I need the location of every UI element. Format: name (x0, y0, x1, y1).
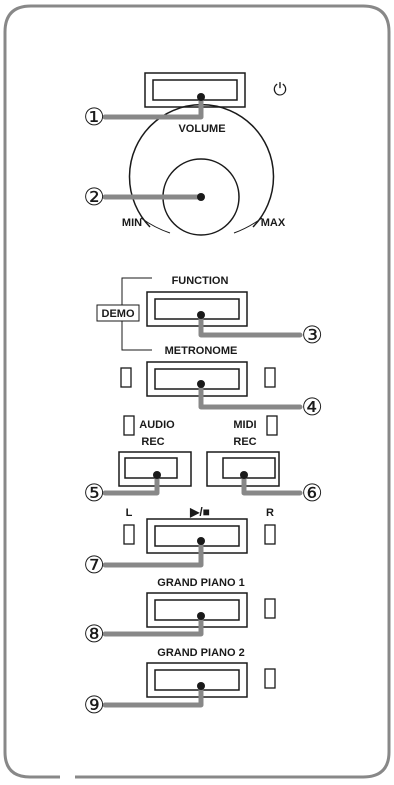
left-channel-label: L (126, 507, 133, 519)
leader-line-3 (198, 312, 303, 338)
right-channel-label: R (266, 507, 274, 519)
midi-rec-label-line2: REC (233, 436, 256, 448)
callout-7: ⑦ (83, 551, 105, 579)
leader-line-4 (198, 381, 303, 410)
callout-4: ④ (301, 393, 323, 421)
demo-label: DEMO (102, 308, 135, 320)
grand-piano-1-button[interactable] (146, 592, 248, 628)
grand-piano-2-label: GRAND PIANO 2 (157, 647, 244, 659)
grand-piano-1-label: GRAND PIANO 1 (157, 577, 244, 589)
grand-piano-2-button[interactable] (146, 662, 248, 698)
demo-badge (96, 304, 140, 322)
left-channel-led (123, 524, 135, 545)
midi-rec-led (266, 415, 278, 436)
callout-3: ③ (301, 321, 323, 349)
play-stop-label: ▶/■ (189, 505, 210, 519)
metronome-label: METRONOME (165, 345, 238, 357)
max-label: MAX (261, 217, 286, 229)
metronome-button[interactable] (146, 361, 248, 397)
leader-line-7 (102, 538, 204, 568)
leader-line-1 (102, 94, 204, 120)
leader-dot-1 (197, 93, 205, 101)
callout-6: ⑥ (301, 479, 323, 507)
callout-1: ① (83, 103, 105, 131)
callout-5: ⑤ (83, 479, 105, 507)
leader-line-9 (102, 683, 204, 708)
grand-piano-2-led (264, 668, 276, 689)
function-button[interactable] (146, 291, 248, 327)
leader-dot-6 (240, 471, 248, 479)
leader-line-6 (241, 472, 303, 496)
metronome-led-left (120, 367, 132, 388)
power-volume-switch[interactable] (144, 72, 246, 108)
play-stop-button[interactable] (146, 518, 248, 554)
right-channel-led (264, 524, 276, 545)
leader-dot-3 (197, 311, 205, 319)
power-icon: ⏻ (273, 80, 287, 100)
leader-line-8 (102, 613, 204, 637)
metronome-led-right (264, 367, 276, 388)
function-label: FUNCTION (172, 275, 229, 287)
leader-dot-8 (197, 612, 205, 620)
min-label: MIN (122, 217, 142, 229)
volume-scale-right (233, 217, 263, 234)
audio-rec-label-line2: REC (141, 436, 164, 448)
leader-dot-7 (197, 537, 205, 545)
volume-scale-left (140, 217, 171, 234)
audio-rec-led (123, 415, 135, 436)
callout-8: ⑧ (83, 620, 105, 648)
leader-line-5 (102, 472, 160, 496)
leader-dots (153, 93, 248, 690)
midi-rec-label-line1: MIDI (233, 419, 256, 431)
leader-dot-9 (197, 682, 205, 690)
leader-lines (102, 94, 303, 708)
grand-piano-1-led (264, 598, 276, 619)
panel-outline (3, 4, 391, 779)
callout-9: ⑨ (83, 691, 105, 719)
leader-dot-4 (197, 380, 205, 388)
leader-dot-2 (197, 193, 205, 201)
leader-dot-5 (153, 471, 161, 479)
volume-label: VOLUME (178, 123, 225, 135)
callout-2: ② (83, 183, 105, 211)
audio-rec-label-line1: AUDIO (139, 419, 175, 431)
